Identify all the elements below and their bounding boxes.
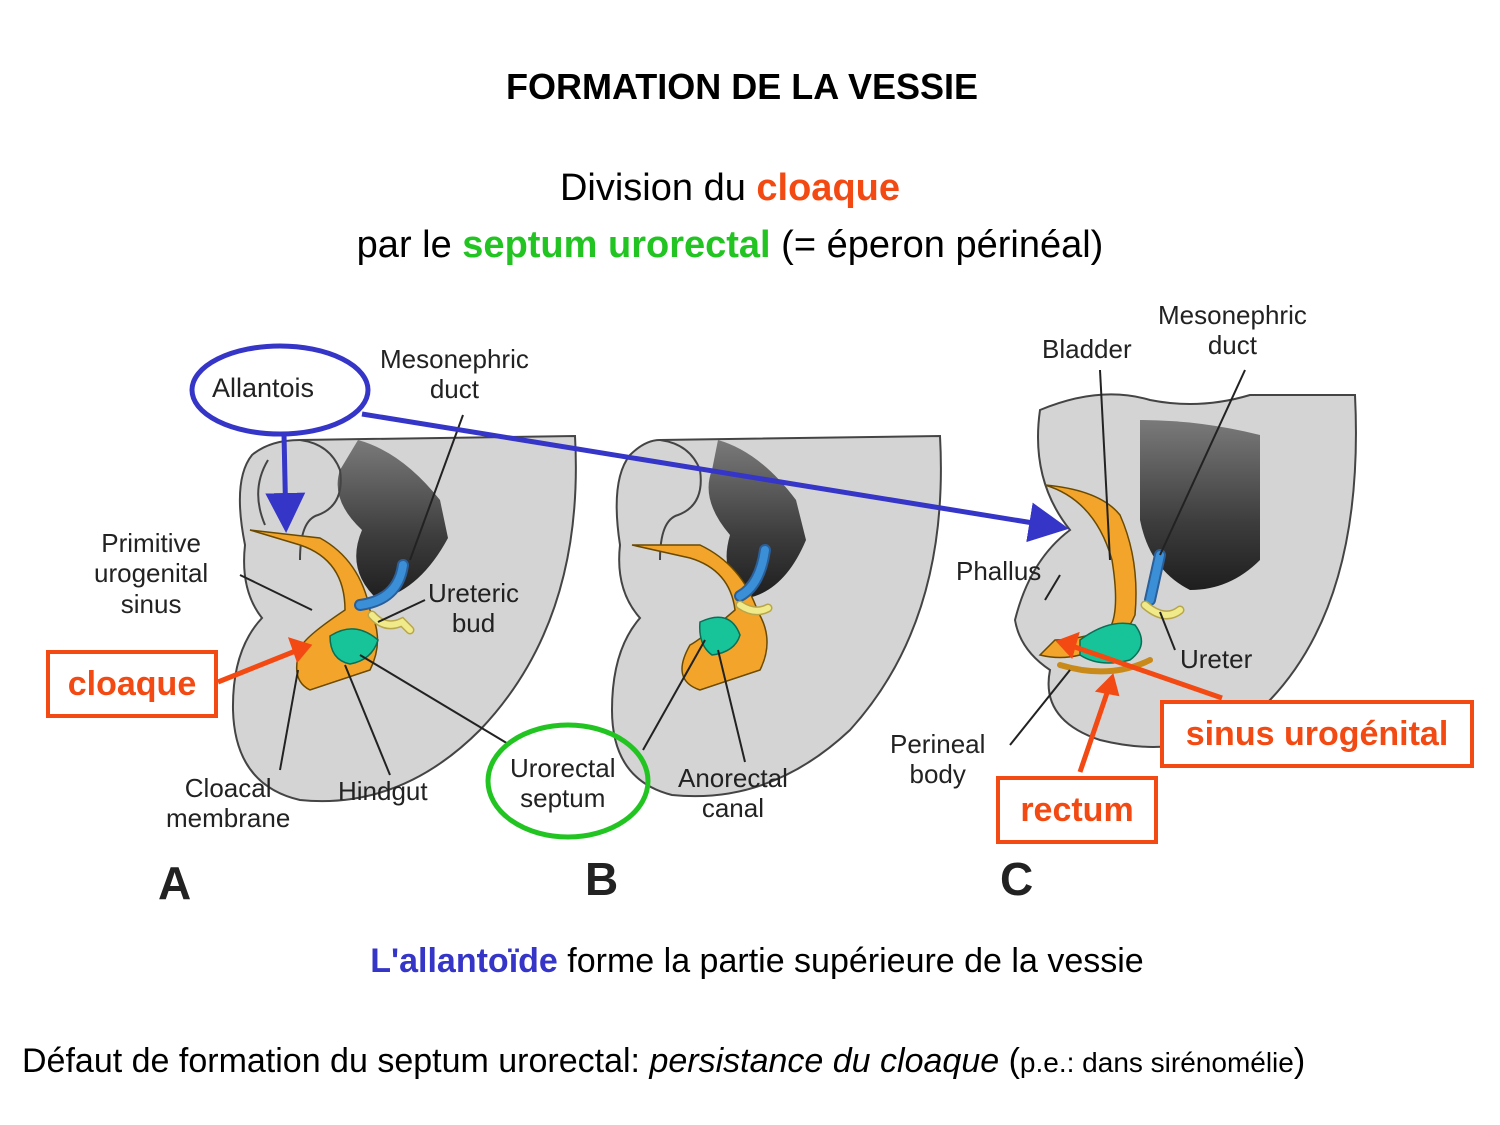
rectum-arrowhead — [1094, 673, 1120, 697]
label-pus-line3: sinus — [120, 588, 182, 619]
allantoide-highlight: L'allantoïde — [370, 942, 558, 980]
label-primitive-urogenital-sinus: Primitive urogenital sinus — [94, 528, 208, 619]
callout-sinus-urogenital: sinus urogénital — [1160, 700, 1474, 768]
allantois-arrow-c — [361, 411, 1069, 543]
label-anorectal-canal-line2: canal — [701, 793, 764, 824]
footer-line-2-small: p.e.: dans sirénomélie — [1019, 1047, 1294, 1078]
label-mesonephric-duct-c: Mesonephric duct — [1158, 300, 1307, 361]
subtitle-line-1: Division du cloaque — [0, 167, 1460, 210]
label-ureteric-bud-line1: Ureteric — [428, 578, 520, 608]
label-perineal-body-line1: Perineal — [890, 729, 986, 759]
rectum-arrow — [1077, 689, 1111, 773]
label-ureteric-bud: Ureteric bud — [428, 578, 519, 639]
subtitle-prefix: Division du — [559, 167, 757, 209]
label-anorectal-canal-line1: Anorectal — [678, 763, 788, 793]
label-bladder: Bladder — [1042, 334, 1132, 364]
footer-line-1: L'allantoïde forme la partie supérieure … — [0, 942, 1500, 981]
label-urorectal-septum-line2: septum — [520, 783, 606, 814]
label-urorectal-septum: Urorectal septum — [510, 753, 615, 814]
label-anorectal-canal: Anorectal canal — [678, 763, 788, 824]
panel-letter-c: C — [1000, 853, 1034, 905]
label-perineal-body-line2: body — [909, 759, 966, 790]
septum-highlight: septum urorectal — [462, 224, 771, 266]
label-mesonephric-duct-c-line2: duct — [1207, 330, 1257, 361]
allantois-arrow-a — [265, 433, 306, 533]
footer-line-2-prefix: Défaut de formation du septum urorectal: — [22, 1042, 650, 1080]
footer-line-2-italic: persistance du cloaque — [649, 1042, 1000, 1080]
cloaque-arrowhead — [287, 637, 313, 663]
label-mesonephric-duct-a: Mesonephric duct — [380, 344, 529, 405]
label-allantois: Allantois — [212, 373, 315, 403]
sinus-urogenital-arrow — [1071, 643, 1223, 701]
footer-line-2: Défaut de formation du septum urorectal:… — [22, 1042, 1305, 1081]
label-cloacal-membrane-line1: Cloacal — [184, 773, 272, 803]
label-mesonephric-duct-c-line1: Mesonephric — [1158, 300, 1307, 330]
panel-a-embryo — [231, 434, 577, 803]
label-cloacal-membrane: Cloacal membrane — [166, 773, 290, 834]
label-pus-line2: urogenital — [94, 558, 209, 589]
cloaque-highlight: cloaque — [756, 167, 901, 209]
label-urorectal-septum-line1: Urorectal — [510, 753, 616, 783]
label-hindgut: Hindgut — [338, 776, 428, 806]
subtitle-prefix-2: par le — [356, 224, 463, 266]
panel-b-embryo — [610, 434, 942, 798]
cloaque-arrow — [217, 647, 299, 685]
footer-line-2-open: ( — [999, 1042, 1020, 1080]
label-mesonephric-duct-a-line1: Mesonephric — [380, 344, 529, 374]
label-ureteric-bud-line2: bud — [451, 608, 496, 639]
page-title: FORMATION DE LA VESSIE — [505, 66, 979, 107]
label-perineal-body: Perineal body — [890, 729, 985, 790]
label-mesonephric-duct-a-line2: duct — [429, 374, 479, 405]
label-cloacal-membrane-line2: membrane — [166, 803, 291, 834]
subtitle-suffix: (= éperon périnéal) — [770, 224, 1104, 266]
label-ureter: Ureter — [1180, 644, 1253, 674]
panel-letter-a: A — [158, 857, 192, 909]
footer-line-2-close: ) — [1293, 1042, 1306, 1080]
label-pus-line1: Primitive — [101, 528, 201, 558]
callout-rectum: rectum — [996, 776, 1158, 844]
sinus-urogenital-arrowhead — [1055, 631, 1080, 660]
panel-letter-b: B — [585, 853, 619, 905]
callout-cloaque: cloaque — [46, 650, 218, 718]
footer-line-1-suffix: forme la partie supérieure de la vessie — [557, 942, 1144, 980]
leader-lines — [239, 369, 1246, 776]
subtitle-line-2: par le septum urorectal (= éperon périné… — [0, 224, 1460, 267]
allantois-circle — [189, 343, 371, 437]
label-phallus: Phallus — [956, 556, 1042, 586]
panel-c-embryo — [1013, 393, 1357, 748]
urorectal-septum-circle — [485, 722, 651, 840]
